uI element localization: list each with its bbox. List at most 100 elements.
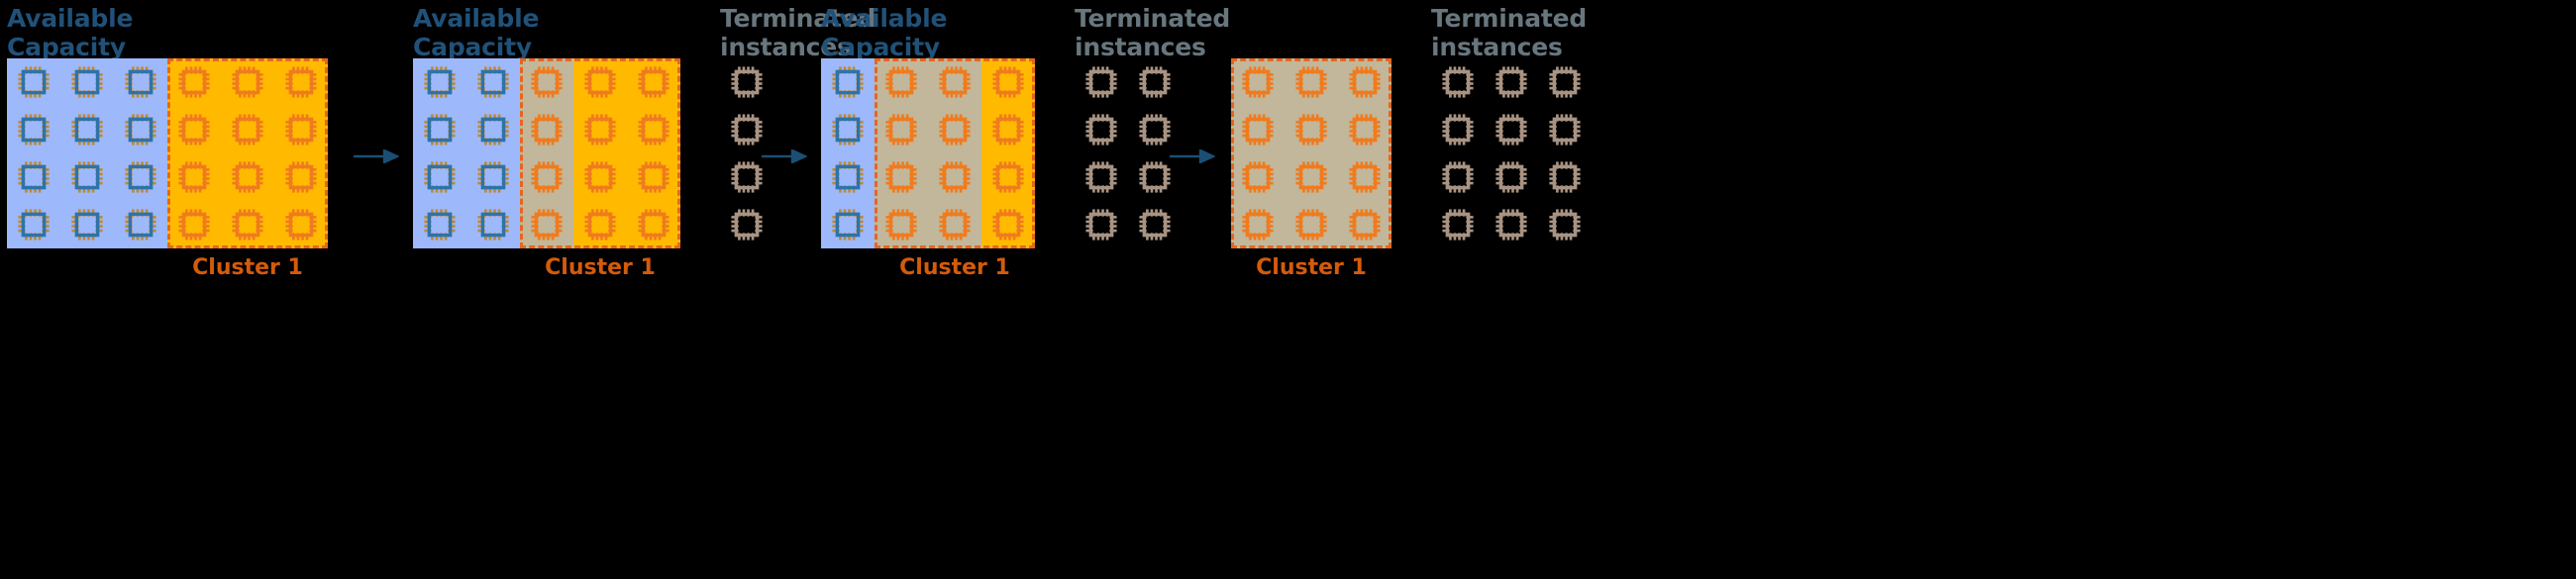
cpu-chip-icon	[125, 161, 156, 193]
terminated-instance-column	[1128, 58, 1182, 248]
cpu-chip-icon	[424, 161, 456, 193]
cpu-chip-icon	[125, 66, 156, 98]
instance-column-reclaimed	[520, 58, 573, 248]
cpu-chip-icon	[1349, 114, 1381, 145]
cpu-chip-icon	[885, 161, 917, 193]
cpu-chip-icon	[18, 66, 50, 98]
instance-column-available	[7, 58, 60, 248]
cpu-chip-icon	[531, 66, 563, 98]
cpu-chip-icon	[232, 66, 263, 98]
instance-column-reclaimed	[1338, 58, 1391, 248]
cpu-chip-icon	[477, 66, 509, 98]
instance-column-reclaimed	[1231, 58, 1285, 248]
instance-column-available	[413, 58, 466, 248]
cpu-chip-icon	[939, 209, 971, 241]
instance-column-used	[221, 58, 274, 248]
cpu-chip-icon	[1549, 161, 1581, 193]
cpu-chip-icon	[477, 114, 509, 145]
cpu-chip-icon	[1242, 114, 1274, 145]
cpu-chip-icon	[232, 161, 263, 193]
cpu-chip-icon	[1442, 114, 1474, 145]
instance-column-available	[466, 58, 520, 248]
cpu-chip-icon	[71, 209, 103, 241]
cpu-chip-icon	[1242, 209, 1274, 241]
cpu-chip-icon	[992, 161, 1024, 193]
cpu-chip-icon	[584, 114, 616, 145]
cpu-chip-icon	[285, 161, 317, 193]
cpu-chip-icon	[1349, 66, 1381, 98]
cpu-chip-icon	[832, 114, 864, 145]
cpu-chip-icon	[731, 66, 763, 98]
cpu-chip-icon	[1495, 66, 1527, 98]
terminated-instance-column	[720, 58, 773, 248]
cluster-label: Cluster 1	[1256, 255, 1367, 280]
instance-column-available	[821, 58, 875, 248]
cpu-chip-icon	[584, 66, 616, 98]
cpu-chip-icon	[531, 161, 563, 193]
cpu-chip-icon	[1295, 161, 1327, 193]
arrow-right-icon	[1170, 148, 1216, 164]
terminated-instances-title: Terminated instances	[720, 4, 876, 61]
cpu-chip-icon	[1349, 209, 1381, 241]
cpu-chip-icon	[424, 209, 456, 241]
cpu-chip-icon	[992, 66, 1024, 98]
cpu-chip-icon	[1442, 209, 1474, 241]
cpu-chip-icon	[1495, 209, 1527, 241]
instance-column-reclaimed	[875, 58, 928, 248]
instance-column-used	[167, 58, 221, 248]
cpu-chip-icon	[1085, 114, 1117, 145]
cpu-chip-icon	[832, 161, 864, 193]
arrow-right-icon	[354, 148, 400, 164]
terminated-instances-grid	[720, 58, 773, 248]
cpu-chip-icon	[1085, 209, 1117, 241]
cpu-chip-icon	[992, 114, 1024, 145]
cpu-chip-icon	[1442, 161, 1474, 193]
cpu-chip-icon	[638, 161, 670, 193]
cluster-label: Cluster 1	[545, 255, 656, 280]
cpu-chip-icon	[584, 209, 616, 241]
cpu-chip-icon	[18, 114, 50, 145]
cpu-chip-icon	[18, 209, 50, 241]
cpu-chip-icon	[232, 209, 263, 241]
cpu-chip-icon	[285, 209, 317, 241]
cpu-chip-icon	[1495, 161, 1527, 193]
cpu-chip-icon	[1295, 66, 1327, 98]
terminated-instance-column	[1485, 58, 1538, 248]
cpu-chip-icon	[1139, 209, 1171, 241]
cpu-chip-icon	[939, 66, 971, 98]
cpu-chip-icon	[1549, 114, 1581, 145]
terminated-instance-column	[1538, 58, 1592, 248]
cpu-chip-icon	[531, 209, 563, 241]
cpu-chip-icon	[424, 114, 456, 145]
terminated-instance-column	[1431, 58, 1485, 248]
capacity-reservation-box	[413, 58, 680, 248]
cpu-chip-icon	[885, 66, 917, 98]
cpu-chip-icon	[638, 66, 670, 98]
cpu-chip-icon	[638, 209, 670, 241]
cpu-chip-icon	[731, 161, 763, 193]
cpu-chip-icon	[1242, 161, 1274, 193]
cpu-chip-icon	[1085, 161, 1117, 193]
cpu-chip-icon	[939, 161, 971, 193]
cpu-chip-icon	[1139, 66, 1171, 98]
cpu-chip-icon	[832, 209, 864, 241]
cpu-chip-icon	[832, 66, 864, 98]
cpu-chip-icon	[1549, 66, 1581, 98]
terminated-instances-grid	[1431, 58, 1592, 248]
cpu-chip-icon	[178, 209, 210, 241]
terminated-instances-grid	[1075, 58, 1182, 248]
instance-column-available	[60, 58, 114, 248]
cluster-label: Cluster 1	[192, 255, 303, 280]
capacity-reservation-box	[1231, 58, 1391, 248]
cpu-chip-icon	[18, 161, 50, 193]
cpu-chip-icon	[638, 114, 670, 145]
cpu-chip-icon	[178, 161, 210, 193]
terminated-instances-title: Terminated instances	[1075, 4, 1231, 61]
cpu-chip-icon	[125, 114, 156, 145]
cpu-chip-icon	[1442, 66, 1474, 98]
cpu-chip-icon	[1139, 161, 1171, 193]
cpu-chip-icon	[939, 114, 971, 145]
cpu-chip-icon	[1349, 161, 1381, 193]
cpu-chip-icon	[178, 66, 210, 98]
